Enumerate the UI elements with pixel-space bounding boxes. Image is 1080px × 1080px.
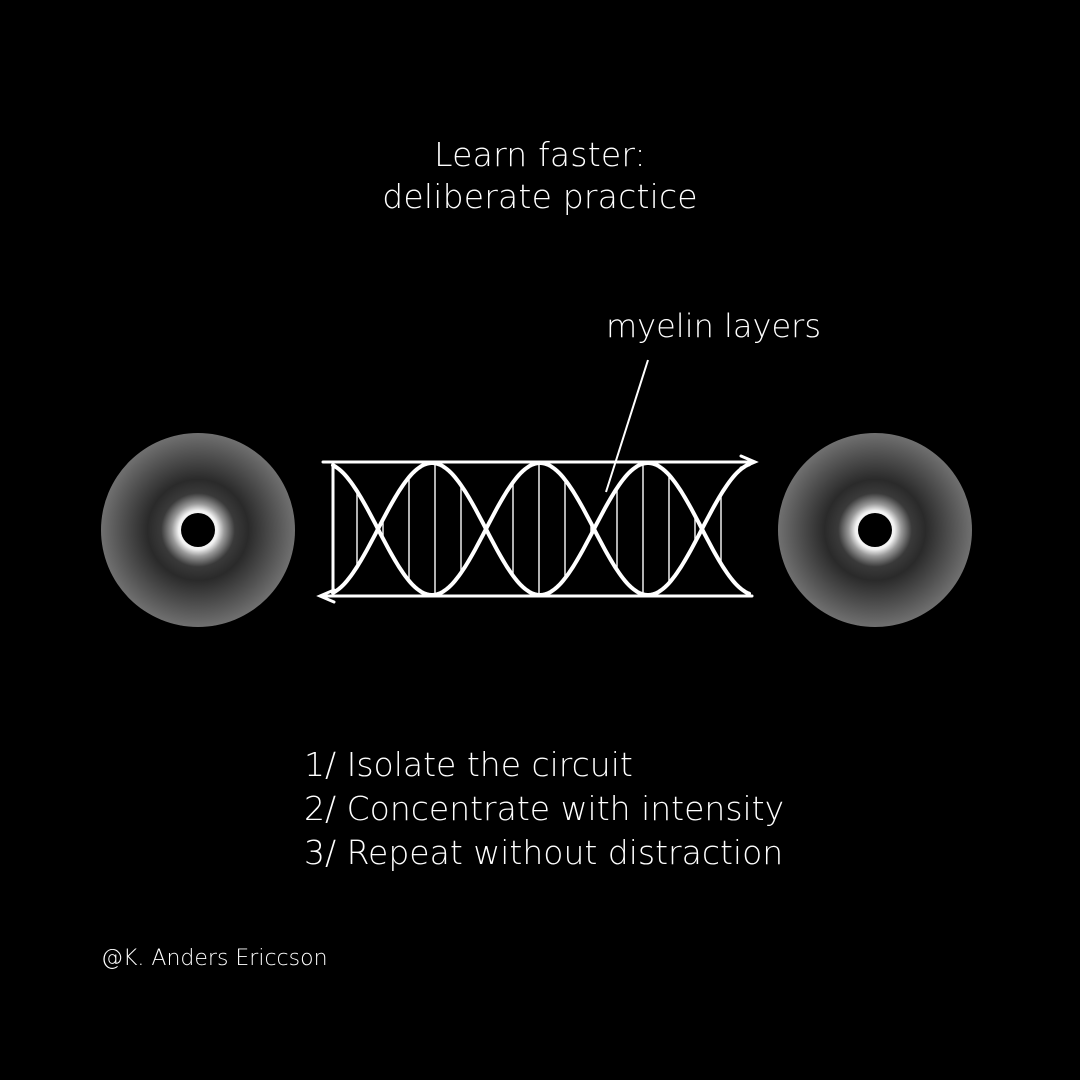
bottom-rail-arrow-icon [316, 588, 336, 604]
wave-a [331, 461, 751, 597]
wave-b [331, 461, 751, 597]
step-2: 2/ Concentrate with intensity [304, 789, 785, 828]
myelin-rungs [356, 463, 722, 595]
left-node-core [181, 513, 215, 547]
step-1: 1/ Isolate the circuit [304, 745, 633, 784]
step-3: 3/ Repeat without distraction [304, 833, 784, 872]
axon-rails [316, 454, 759, 604]
title-line-2: deliberate practice [382, 177, 698, 216]
right-node-icon [778, 433, 972, 627]
credit: @K. Anders Ericcson [101, 946, 328, 971]
left-node-icon [101, 433, 295, 627]
title-line-1: Learn faster: [434, 135, 646, 174]
myelin-waves [331, 461, 751, 597]
callout-line [605, 359, 649, 493]
callout-label: myelin layers [606, 307, 821, 345]
right-node-core [858, 513, 892, 547]
